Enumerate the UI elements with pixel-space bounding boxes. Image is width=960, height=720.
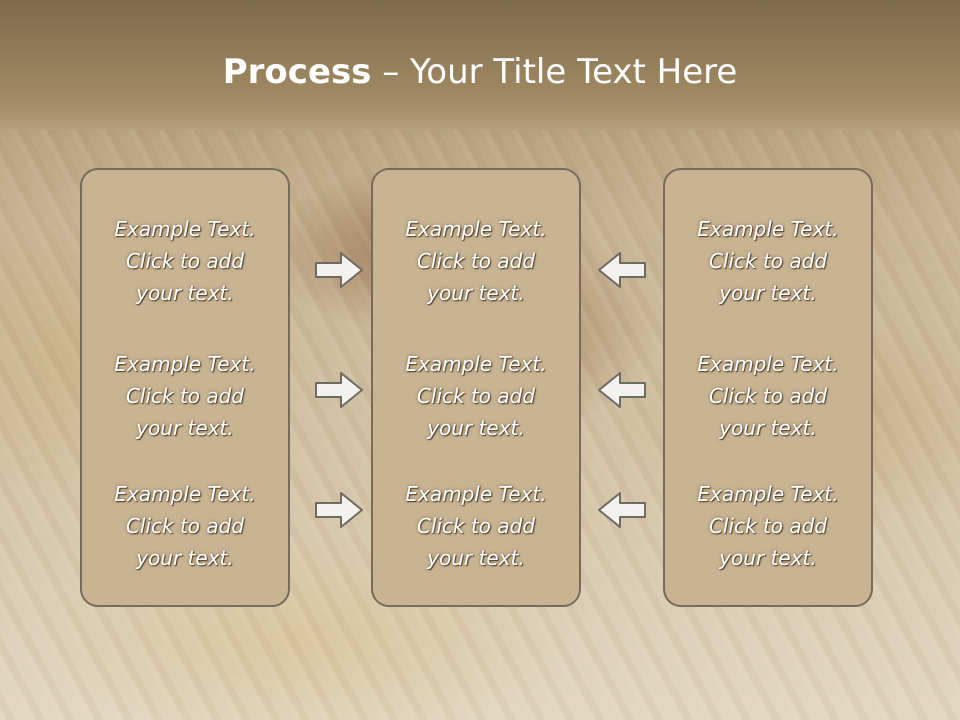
text-line: Example Text. [114, 352, 256, 376]
text-block[interactable]: Example Text. Click to add your text. [373, 478, 579, 574]
text-line: Click to add [125, 514, 245, 538]
text-line: Example Text. [405, 482, 547, 506]
arrow-right-icon[interactable] [313, 490, 365, 530]
text-block[interactable]: Example Text. Click to add your text. [82, 213, 288, 309]
arrow-left-icon[interactable] [596, 370, 648, 410]
text-block[interactable]: Example Text. Click to add your text. [82, 348, 288, 444]
title-bold: Process [222, 52, 372, 92]
text-line: Example Text. [114, 482, 256, 506]
arrow-right-icon[interactable] [313, 370, 365, 410]
text-block[interactable]: Example Text. Click to add your text. [82, 478, 288, 574]
text-line: your text. [136, 416, 234, 440]
text-line: Example Text. [405, 352, 547, 376]
text-line: Click to add [125, 249, 245, 273]
title-rest: – Your Title Text Here [371, 52, 738, 92]
text-line: your text. [427, 281, 525, 305]
slide-title[interactable]: Process – Your Title Text Here [0, 52, 960, 92]
text-block[interactable]: Example Text. Click to add your text. [665, 213, 871, 309]
text-line: Click to add [125, 384, 245, 408]
text-line: Click to add [708, 249, 828, 273]
text-line: Example Text. [697, 217, 839, 241]
text-line: Click to add [416, 514, 536, 538]
text-line: your text. [427, 546, 525, 570]
text-line: your text. [719, 281, 817, 305]
arrow-left-icon[interactable] [596, 250, 648, 290]
text-line: Click to add [708, 384, 828, 408]
text-line: your text. [719, 416, 817, 440]
text-line: Example Text. [114, 217, 256, 241]
text-block[interactable]: Example Text. Click to add your text. [665, 348, 871, 444]
text-line: your text. [136, 546, 234, 570]
text-block[interactable]: Example Text. Click to add your text. [665, 478, 871, 574]
arrow-left-icon[interactable] [596, 490, 648, 530]
text-line: Example Text. [405, 217, 547, 241]
text-line: Click to add [708, 514, 828, 538]
text-line: Click to add [416, 249, 536, 273]
text-block[interactable]: Example Text. Click to add your text. [373, 213, 579, 309]
text-line: Example Text. [697, 352, 839, 376]
arrow-right-icon[interactable] [313, 250, 365, 290]
title-band [0, 0, 960, 130]
text-line: Click to add [416, 384, 536, 408]
text-line: your text. [427, 416, 525, 440]
process-box-center[interactable]: Example Text. Click to add your text. Ex… [371, 168, 581, 607]
text-line: your text. [719, 546, 817, 570]
text-line: your text. [136, 281, 234, 305]
text-line: Example Text. [697, 482, 839, 506]
process-box-right[interactable]: Example Text. Click to add your text. Ex… [663, 168, 873, 607]
process-box-left[interactable]: Example Text. Click to add your text. Ex… [80, 168, 290, 607]
text-block[interactable]: Example Text. Click to add your text. [373, 348, 579, 444]
